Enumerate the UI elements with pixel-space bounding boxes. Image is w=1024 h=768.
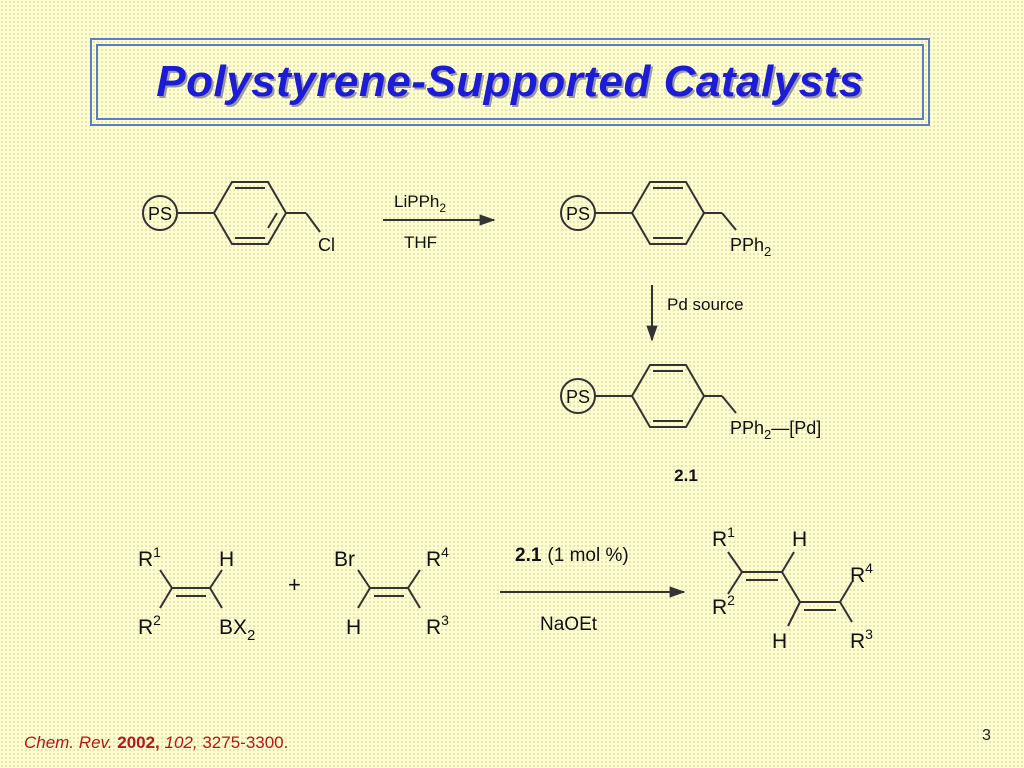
benzene-ring-2 [630,181,706,245]
plus-sign: + [288,572,301,597]
h-label-2: H [346,616,361,639]
solvent-label: THF [404,233,437,252]
citation-volume: 102, [164,733,198,752]
page-number: 3 [982,727,991,744]
phosphine-label: PPh2 [730,235,771,259]
reagent-label: LiPPh2 [394,192,446,215]
title-inner-frame: Polystyrene-Supported Catalysts [96,44,924,120]
ps-label-3: PS [566,387,590,407]
r4-label: R4 [426,544,449,571]
product-r1-label: R1 [712,524,735,551]
ps-pd-complex [560,364,737,428]
bx2-label: BX2 [219,616,255,644]
r1-label: R1 [138,544,161,571]
product-r2-label: R2 [712,592,735,619]
base-label: NaOEt [540,614,598,635]
benzene-ring-1 [212,181,288,245]
br-label: Br [334,548,355,571]
h-label-1: H [219,548,234,571]
slide-title: Polystyrene-Supported Catalysts [156,57,864,106]
citation-pages: 3275-3300. [202,733,289,752]
pd-source-label: Pd source [667,295,744,314]
product-h-label-2: H [772,630,787,653]
ps-label-2: PS [566,204,590,224]
r2-label: R2 [138,612,161,639]
product-h-label-1: H [792,528,807,551]
citation-journal: Chem. Rev. [24,733,113,752]
chloride-label: Cl [318,235,335,255]
r3-label: R3 [426,612,449,639]
ps-benzyl-phosphine [560,181,737,245]
pd-complex-label: PPh2—[Pd] [730,418,821,442]
product-r3-label: R3 [850,626,873,653]
vinyl-borane-structure [159,569,223,609]
benzene-ring-3 [630,364,706,428]
catalyst-condition-label: 2.1(1 mol %) [515,545,629,566]
vinyl-bromide-structure [357,569,421,609]
citation: Chem. Rev. 2002, 102, 3275-3300. [24,733,288,753]
citation-year: 2002, [117,733,160,752]
compound-number-label: 2.1 [674,466,698,485]
diene-product-structure [727,551,853,627]
title-frame: Polystyrene-Supported Catalysts [90,38,930,126]
product-r4-label: R4 [850,560,873,587]
ps-label-1: PS [148,204,172,224]
ps-benzyl-chloride [142,181,321,245]
